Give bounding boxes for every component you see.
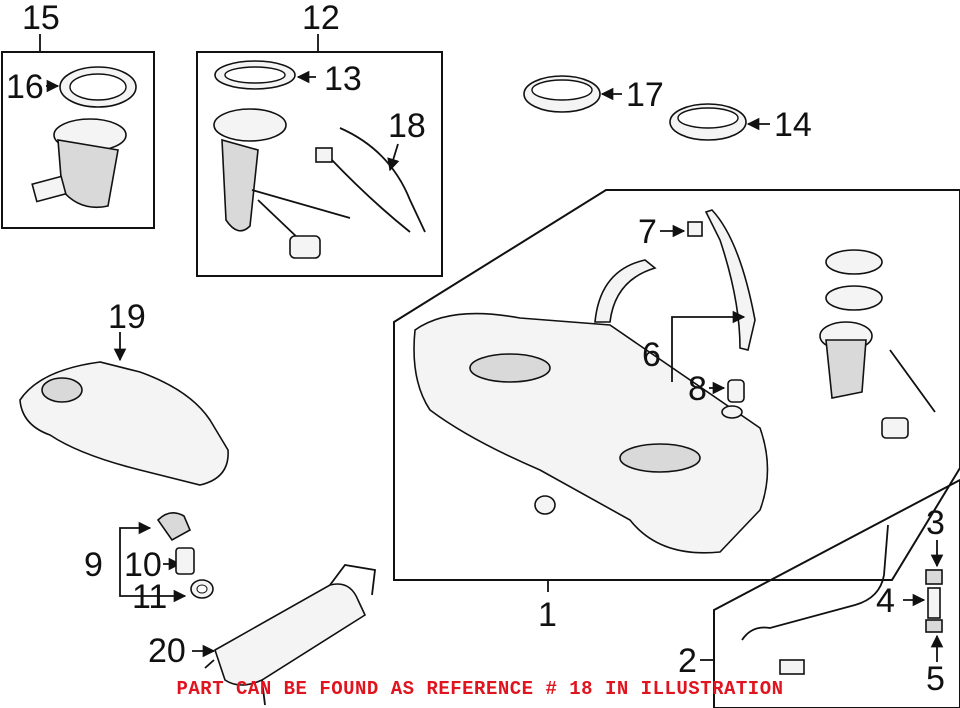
callout-20: 20: [148, 632, 186, 670]
box-2: [713, 478, 960, 708]
callout-1: 1: [538, 596, 557, 634]
box-1: [393, 189, 960, 581]
group-15-fuel-pump: [1, 34, 155, 229]
carbon-canister-20: [192, 564, 376, 706]
valve-group-9: [119, 512, 214, 603]
pump-body: [57, 139, 119, 209]
hose-8: [727, 379, 745, 403]
callout-11: 11: [132, 578, 167, 616]
filler-pipe-6: [704, 209, 756, 351]
callout-13: 13: [324, 60, 362, 98]
heat-shield-19: [19, 332, 229, 486]
callout-4: 4: [876, 582, 895, 620]
reference-footnote: PART CAN BE FOUND AS REFERENCE # 18 IN I…: [176, 678, 784, 700]
callout-3: 3: [926, 504, 945, 542]
callout-17: 17: [626, 76, 664, 114]
wire-harness-18: [339, 127, 426, 233]
nut-7: [687, 221, 703, 237]
nut-5: [925, 619, 943, 633]
callout-7: 7: [638, 213, 657, 251]
box-15: [1, 51, 155, 229]
callout-14: 14: [774, 106, 812, 144]
bushing-3: [925, 569, 943, 585]
callout-6: 6: [642, 336, 661, 374]
vent-valve-cap: [156, 512, 192, 542]
fuel-tank: [413, 312, 769, 554]
callout-8: 8: [688, 370, 707, 408]
ring-14: [669, 103, 770, 141]
group-12-level-sender: [196, 34, 443, 277]
sender-flange: [213, 108, 287, 142]
callout-9: 9: [84, 546, 103, 584]
bolt-4: [927, 587, 941, 619]
callout-2: 2: [678, 642, 697, 680]
tank-strap: [741, 524, 889, 641]
callout-16: 16: [6, 68, 44, 106]
callout-10: 10: [124, 546, 162, 584]
group-1-fuel-tank: [393, 189, 960, 592]
clip-10: [175, 547, 195, 575]
callout-18: 18: [388, 107, 426, 145]
box-12: [196, 51, 443, 277]
callout-5: 5: [926, 660, 945, 698]
callout-15: 15: [22, 0, 60, 37]
sender-float: [289, 235, 321, 259]
callout-19: 19: [108, 298, 146, 336]
callout-labels: 15 16 12 13 18 17 14 7 6 8 19 9 10 11 20…: [6, 0, 945, 698]
filler-neck-tube: [594, 259, 657, 323]
group-2-tank-strap: [700, 478, 960, 708]
callout-12: 12: [302, 0, 340, 37]
ring-17: [523, 75, 622, 113]
